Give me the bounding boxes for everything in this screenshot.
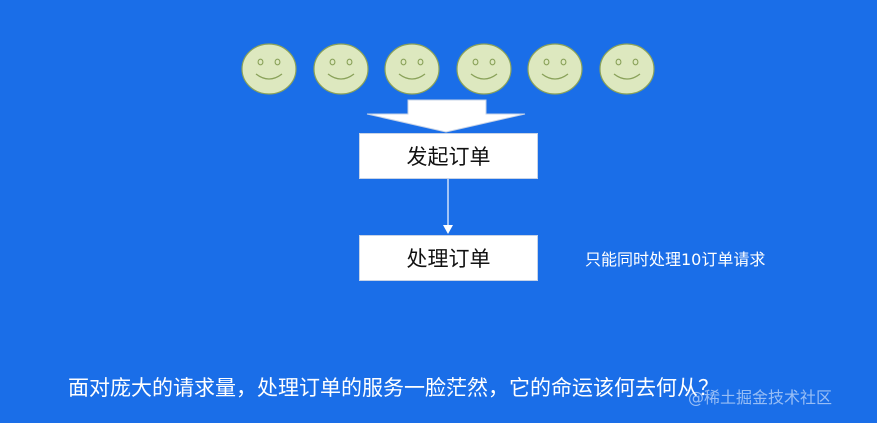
- capacity-note: 只能同时处理10订单请求: [585, 250, 766, 269]
- customer-smiley-icon: [241, 43, 297, 95]
- process-order-box: 处理订单: [359, 235, 538, 281]
- place-order-label: 发起订单: [406, 145, 491, 169]
- watermark-text: @稀土掘金技术社区: [688, 388, 833, 407]
- caption-text: 面对庞大的请求量，处理订单的服务一脸茫然，它的命运该何去何从？: [68, 376, 719, 400]
- funnel-arrow: [366, 99, 526, 133]
- customer-smiley-icon: [384, 43, 440, 95]
- customer-smiley-icon: [527, 43, 583, 95]
- customer-smiley-icon: [598, 43, 655, 95]
- place-order-box: 发起订单: [359, 133, 538, 179]
- customer-faces: [0, 0, 877, 100]
- customer-smiley-icon: [455, 43, 512, 95]
- connector-arrow: [443, 179, 453, 234]
- customer-smiley-icon: [312, 43, 369, 95]
- process-order-label: 处理订单: [406, 247, 491, 271]
